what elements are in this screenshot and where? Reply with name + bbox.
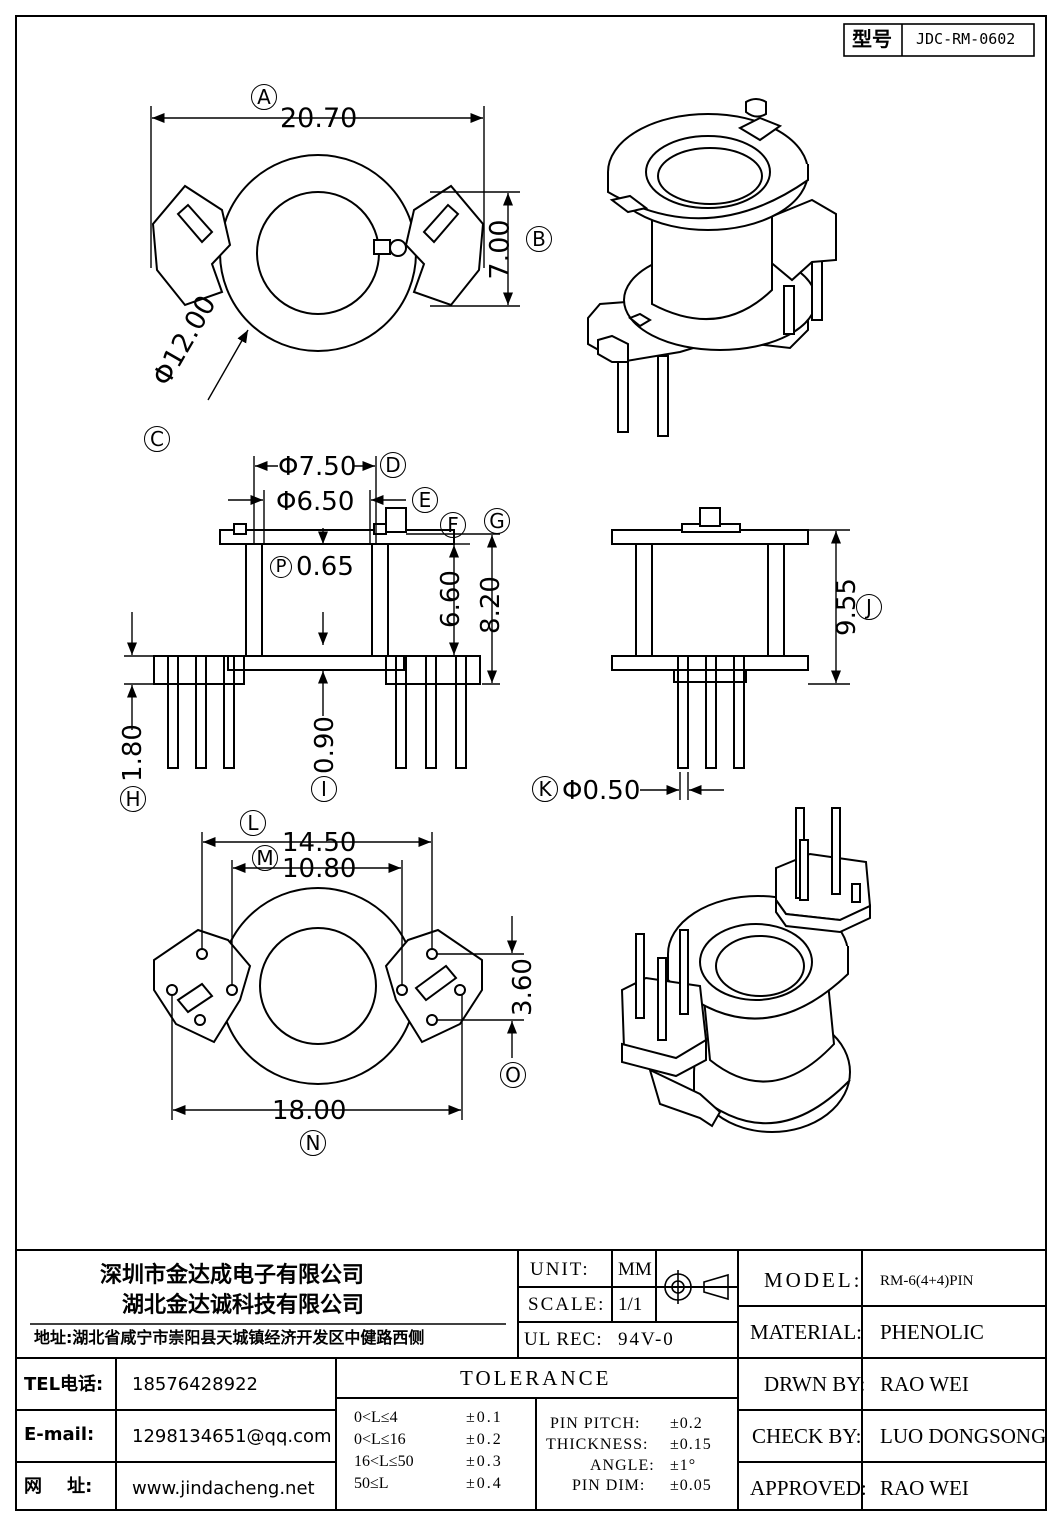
dim-e-value: Φ6.50: [276, 487, 355, 517]
unit-label: UNIT:: [530, 1259, 590, 1280]
dim-h-value: 1.80: [117, 724, 148, 782]
title-block-grid: [16, 1249, 1046, 1510]
tol-spec-label-3: ANGLE:: [590, 1457, 655, 1474]
marker-p: P: [270, 556, 292, 578]
company-name-1: 深圳市金达成电子有限公司: [100, 1263, 365, 1288]
email-value: 1298134651@qq.com: [132, 1426, 332, 1447]
marker-o: O: [500, 1062, 526, 1088]
dim-n-value: 18.00: [272, 1096, 347, 1126]
tol-spec-label-4: PIN DIM:: [572, 1477, 646, 1494]
part-no-label: 型号: [852, 27, 892, 51]
tel-value: 18576428922: [132, 1374, 258, 1395]
tol-range-2: 0<L≤16: [354, 1431, 406, 1448]
check-by-label: CHECK BY:: [752, 1424, 862, 1448]
tol-value-2: ±0.2: [466, 1431, 503, 1448]
unit-value: MM: [618, 1259, 652, 1280]
tol-range-3: 16<L≤50: [354, 1453, 414, 1470]
drawn-by-label: DRWN BY:: [764, 1372, 866, 1396]
marker-j: J: [856, 594, 882, 620]
tel-label: TEL电话:: [24, 1374, 104, 1395]
tol-spec-value-2: ±0.15: [670, 1436, 712, 1453]
dim-lines-side: [640, 529, 850, 800]
dim-lines-top: [150, 106, 520, 401]
dim-d-value: Φ7.50: [278, 452, 357, 482]
marker-l: L: [240, 810, 266, 836]
dim-l-value: 14.50: [282, 828, 357, 858]
bottom-view: [153, 887, 483, 1085]
dim-lines-front: [124, 456, 500, 730]
tol-value-3: ±0.3: [466, 1453, 503, 1470]
approved-label: APPROVED:: [750, 1476, 867, 1500]
material-value: PHENOLIC: [880, 1320, 984, 1344]
iso-view-top: [587, 98, 837, 437]
dim-lines-bottom: [171, 832, 524, 1120]
dim-o-value: 3.60: [507, 958, 538, 1016]
model-value: RM-6(4+4)PIN: [880, 1273, 974, 1289]
tol-spec-label-1: PIN PITCH:: [550, 1415, 641, 1432]
part-no-value: JDC-RM-0602: [916, 30, 1016, 48]
dim-fg-a-value: 6.60: [435, 570, 466, 628]
approved-value: RAO WEI: [880, 1476, 969, 1500]
web-value: www.jindacheng.net: [132, 1478, 315, 1499]
projection-symbol-icon: [660, 1270, 734, 1304]
marker-f: F: [440, 512, 466, 538]
dim-i-value: 0.90: [309, 716, 340, 774]
drawn-by-value: RAO WEI: [880, 1372, 969, 1396]
dim-a-value: 20.70: [280, 103, 358, 134]
web-label: 网 址:: [24, 1476, 93, 1497]
tol-spec-value-3: ±1°: [670, 1457, 697, 1474]
check-by-value: LUO DONGSONG: [880, 1424, 1047, 1448]
top-view: [151, 154, 485, 352]
iso-view-bottom: [620, 807, 872, 1133]
marker-i: I: [311, 776, 337, 802]
company-name-2: 湖北金达诚科技有限公司: [122, 1293, 365, 1318]
side-view: [611, 507, 809, 769]
marker-m: M: [252, 845, 278, 871]
tol-value-4: ±0.4: [466, 1475, 503, 1492]
tol-spec-value-4: ±0.05: [670, 1477, 712, 1494]
dim-fg-b-value: 8.20: [475, 576, 506, 634]
scale-label: SCALE:: [528, 1294, 606, 1315]
ulrec-value: 94V-0: [618, 1329, 675, 1350]
tolerance-title: TOLERANCE: [460, 1366, 612, 1390]
scale-value: 1/1: [618, 1294, 643, 1315]
marker-c: C: [144, 426, 170, 452]
email-label: E-mail:: [24, 1424, 95, 1445]
tol-spec-label-2: THICKNESS:: [546, 1436, 649, 1453]
dim-m-value: 10.80: [282, 854, 357, 884]
company-address: 地址:湖北省咸宁市崇阳县天城镇经济开发区中健路西侧: [34, 1328, 425, 1347]
marker-b: B: [526, 226, 552, 252]
dim-k-value: Φ0.50: [562, 776, 641, 806]
marker-a: A: [251, 84, 277, 110]
tol-range-4: 50≤L: [354, 1475, 389, 1492]
marker-h: H: [120, 786, 146, 812]
marker-g: G: [484, 508, 510, 534]
part-number-box: [843, 23, 1035, 57]
ulrec-label: UL REC:: [524, 1329, 603, 1350]
tol-value-1: ±0.1: [466, 1409, 503, 1426]
model-label: MODEL:: [764, 1268, 863, 1292]
material-label: MATERIAL:: [750, 1320, 862, 1344]
tol-spec-value-1: ±0.2: [670, 1415, 703, 1432]
marker-n: N: [300, 1130, 326, 1156]
marker-d: D: [380, 452, 406, 478]
tol-range-1: 0<L≤4: [354, 1409, 398, 1426]
marker-e: E: [412, 487, 438, 513]
sheet-frame: [15, 15, 1047, 1511]
marker-k: K: [532, 776, 558, 802]
dim-b-value: 7.00: [484, 219, 516, 280]
dim-p-value: 0.65: [296, 552, 354, 582]
